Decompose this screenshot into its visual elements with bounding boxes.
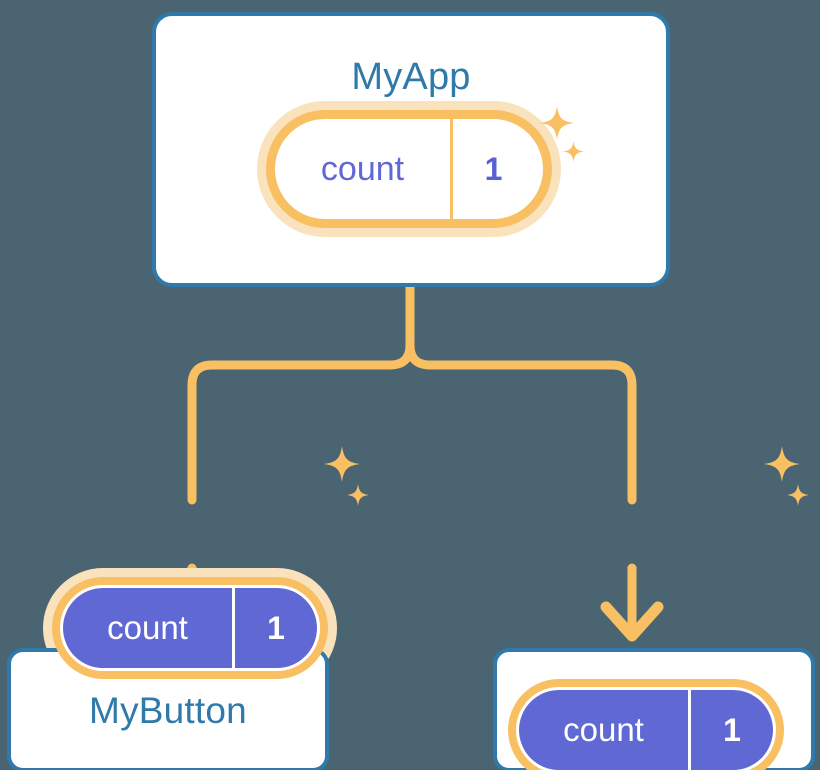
signal-key-cell: count bbox=[275, 119, 453, 219]
signal-pill-child-right: count 1 bbox=[499, 670, 793, 770]
sparkle-icon bbox=[764, 446, 800, 482]
signal-key-label: count bbox=[107, 609, 188, 646]
branch-line-left bbox=[187, 282, 415, 505]
mybutton-title: MyButton bbox=[89, 690, 247, 731]
signal-value-cell: 1 bbox=[691, 690, 773, 770]
signal-pill-root: count 1 bbox=[257, 101, 561, 237]
signal-value-label: 1 bbox=[484, 150, 503, 187]
signal-key-label: count bbox=[563, 711, 644, 748]
branch-line-right bbox=[405, 282, 637, 505]
signal-key-cell: count bbox=[63, 588, 235, 668]
arrow-right bbox=[600, 563, 664, 642]
sparkle-icon bbox=[324, 446, 360, 482]
signal-key-label: count bbox=[320, 149, 405, 188]
signal-value-cell: 1 bbox=[453, 119, 534, 219]
sparkle-icon bbox=[347, 484, 369, 506]
myapp-title: MyApp bbox=[351, 56, 471, 98]
signal-value-label: 1 bbox=[723, 711, 741, 748]
sparkle-icon bbox=[787, 484, 809, 506]
signal-key-cell: count bbox=[519, 690, 691, 770]
signal-value-label: 1 bbox=[267, 609, 285, 646]
signal-pill-child-left: count 1 bbox=[43, 568, 337, 688]
signal-value-cell: 1 bbox=[235, 588, 317, 668]
